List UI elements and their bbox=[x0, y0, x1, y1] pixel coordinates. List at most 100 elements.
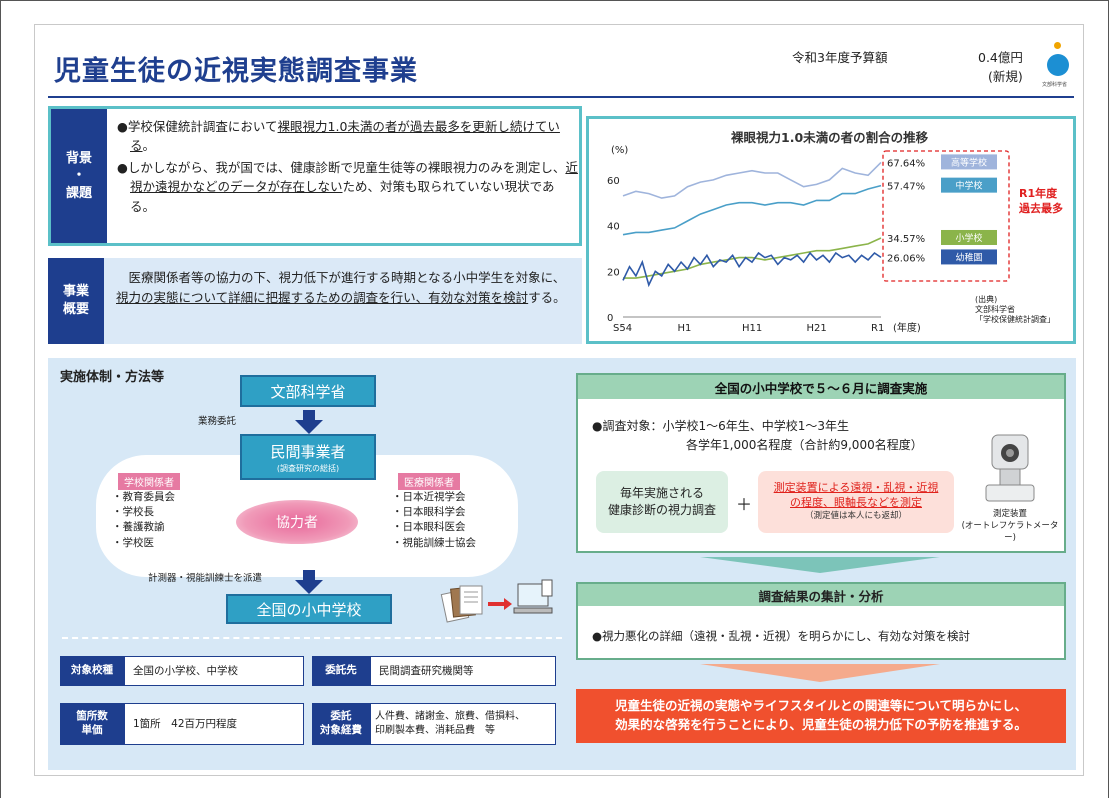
budget-amount: 0.4億円 bbox=[978, 50, 1023, 65]
arrow-down-icon bbox=[295, 410, 323, 434]
target-schools-value: 全国の小学校、中学校 bbox=[124, 656, 304, 686]
y-tick-label: 40 bbox=[607, 222, 620, 233]
logo-dot bbox=[1054, 42, 1061, 49]
source-note: 文部科学省 bbox=[975, 304, 1015, 314]
flow-arrow-2 bbox=[700, 664, 940, 682]
background-bullet-2: ●しかしながら、我が国では、健康診断で児童生徒等の裸眼視力のみを測定し、近視か遠… bbox=[117, 158, 579, 216]
x-tick-label: R1 bbox=[871, 323, 884, 334]
series-badge bbox=[941, 249, 997, 265]
conclusion-line2: 効果的な啓発を行うことにより、児童生徒の視力低下の予防を推進する。 bbox=[615, 717, 1027, 732]
x-axis-unit: (年度) bbox=[893, 321, 921, 334]
survey-section: 全国の小中学校で５～６月に調査実施 ●調査対象：小学校1～6年生、中学校1～3年… bbox=[576, 373, 1066, 553]
costs-label: 委託 対象経費 bbox=[312, 703, 370, 745]
bullet1-pre: ●学校保健統計調査において bbox=[117, 119, 278, 134]
bullet2-underline: 近視か遠視かなどのデータが存在しない bbox=[130, 159, 578, 195]
title-underline bbox=[48, 96, 1074, 98]
background-text: ●学校保健統計調査において裸眼視力1.0未満の者が過去最多を更新し続けている。 … bbox=[117, 117, 579, 218]
bullet1-underline: 裸眼視力1.0未満の者が過去最多を更新し続けている bbox=[130, 119, 560, 154]
target-schools-row: 対象校種 全国の小学校、中学校 bbox=[60, 656, 304, 686]
target-schools-label: 対象校種 bbox=[60, 656, 124, 686]
bullet2-pre: ●しかしながら、我が国では、健康診断で児童生徒等の裸眼視力のみを測定し、 bbox=[117, 159, 566, 175]
y-tick-label: 0 bbox=[607, 313, 613, 324]
mext-label: 文部科学省 bbox=[270, 382, 346, 401]
survey-target-line1: ●調査対象：小学校1～6年生、中学校1～3年生 bbox=[592, 419, 850, 433]
summary-section: 事業概要 医療関係者等の協力の下、視力低下が進行する時期となる小中学生を対象に、… bbox=[48, 258, 582, 344]
result-text: ●視力悪化の詳細（遠視・乱視・近視）を明らかにし、有効な対策を検討 bbox=[592, 629, 971, 643]
cooperators-ellipse: 協力者 bbox=[236, 500, 358, 544]
school-related-list: 教育委員会学校長養護教諭学校医 bbox=[112, 490, 176, 551]
r1-annotation: 過去最多 bbox=[1018, 201, 1063, 215]
dashed-divider bbox=[62, 637, 562, 639]
device-sublabel: (オートレフケラトメーター) bbox=[961, 520, 1059, 543]
health-check-chip: 毎年実施される 健康診断の視力調査 bbox=[596, 471, 728, 533]
measurement-note: （測定値は本人にも返却） bbox=[804, 511, 907, 522]
schools-label: 全国の小中学校 bbox=[256, 600, 362, 619]
series-name: 小学校 bbox=[955, 232, 982, 244]
bullet2-post: ため、対策も取られていない現状である。 bbox=[130, 179, 555, 214]
survey-heading: 全国の小中学校で５～６月に調査実施 bbox=[578, 375, 1064, 399]
result-section: 調査結果の集計・分析 ●視力悪化の詳細（遠視・乱視・近視）を明らかにし、有効な対… bbox=[576, 582, 1066, 660]
device-label: 測定装置 bbox=[992, 509, 1027, 519]
dispatch-label: 計測器・視能訓練士を派遣 bbox=[148, 573, 263, 584]
medical-related-head: 医療関係者 bbox=[398, 473, 460, 490]
background-tag-line2: ・ bbox=[72, 168, 86, 184]
private-company-sub: (調査研究の総括) bbox=[276, 463, 340, 473]
x-tick-label: S54 bbox=[613, 323, 632, 334]
health-check-line1: 毎年実施される bbox=[619, 486, 704, 501]
medical-related-item: 日本近視学会 bbox=[392, 490, 476, 505]
summary-underline: 視力の実態について詳細に把握するための調査を行い、有効な対策を検討 bbox=[116, 290, 529, 305]
y-axis-unit: (%) bbox=[611, 145, 628, 156]
summary-tag-line2: 概要 bbox=[62, 302, 89, 317]
costs-value: 人件費、諸謝金、旅費、借損料、 印刷製本費、消耗品費 等 bbox=[370, 703, 556, 745]
private-company-box: 民間事業者 (調査研究の総括) bbox=[240, 434, 376, 480]
school-related-head: 学校関係者 bbox=[118, 473, 180, 490]
measurement-line1: 測定装置による遠視・乱視・近視 bbox=[773, 481, 939, 495]
measurement-line2: の程度、眼軸長などを測定 bbox=[790, 496, 922, 510]
medical-related-item: 日本眼科学会 bbox=[392, 505, 476, 520]
summary-tag-line1: 事業 bbox=[62, 284, 89, 300]
series-badge bbox=[941, 154, 997, 170]
autorefractor-device-icon bbox=[985, 434, 1035, 502]
series-end-value: 67.64% bbox=[887, 158, 925, 169]
budget-label: 令和3年度予算額 bbox=[792, 50, 888, 65]
device-caption: 測定装置 (オートレフケラトメーター) bbox=[958, 509, 1062, 545]
background-bullet-1: ●学校保健統計調査において裸眼視力1.0未満の者が過去最多を更新し続けている。 bbox=[117, 117, 579, 156]
bullet1-post: 。 bbox=[142, 138, 156, 154]
school-related-item: 教育委員会 bbox=[112, 490, 176, 505]
series-badge bbox=[941, 177, 997, 193]
plus-sign: ＋ bbox=[736, 495, 753, 514]
series-end-value: 26.06% bbox=[887, 253, 925, 264]
summary-post: する。 bbox=[528, 290, 566, 305]
y-tick-label: 60 bbox=[607, 176, 620, 187]
series-line-1 bbox=[622, 184, 882, 236]
series-end-value: 34.57% bbox=[887, 234, 925, 245]
page-title: 児童生徒の近視実態調査事業 bbox=[54, 56, 418, 87]
flow-arrow-1 bbox=[700, 557, 940, 573]
schools-box: 全国の小中学校 bbox=[226, 594, 392, 624]
conclusion-banner: 児童生徒の近視の実態やライフスタイルとの関連等について明らかにし、 効果的な啓発… bbox=[576, 689, 1066, 743]
school-related-item: 学校医 bbox=[112, 536, 175, 551]
y-tick-label: 20 bbox=[607, 267, 620, 278]
places-label: 箇所数 単価 bbox=[60, 703, 124, 745]
mext-box: 文部科学省 bbox=[240, 375, 376, 407]
conclusion-line1: 児童生徒の近視の実態やライフスタイルとの関連等について明らかにし、 bbox=[614, 698, 1027, 714]
contractor-label: 委託先 bbox=[312, 656, 370, 686]
source-note: 「学校保健統計調査」 bbox=[975, 314, 1055, 324]
documents-to-computer-icon bbox=[440, 579, 553, 623]
background-section: 背景・課題 ●学校保健統計調査において裸眼視力1.0未満の者が過去最多を更新し続… bbox=[48, 106, 582, 246]
series-badge bbox=[941, 229, 997, 245]
medical-related-item: 日本眼科医会 bbox=[392, 520, 476, 535]
x-tick-label: H21 bbox=[807, 323, 827, 334]
places-value: 1箇所 42百万円程度 bbox=[124, 703, 304, 745]
x-tick-label: H11 bbox=[742, 323, 762, 334]
budget-new-label: (新規) bbox=[988, 69, 1023, 84]
series-line-0 bbox=[622, 161, 882, 199]
series-name: 幼稚園 bbox=[955, 251, 982, 263]
health-check-line2: 健康診断の視力調査 bbox=[607, 503, 716, 517]
result-heading: 調査結果の集計・分析 bbox=[578, 584, 1064, 606]
logo-circle bbox=[1047, 54, 1069, 76]
cooperators-label: 協力者 bbox=[276, 515, 318, 531]
contractor-value: 民間調査研究機関等 bbox=[370, 656, 556, 686]
r1-highlight-box bbox=[882, 150, 1010, 282]
